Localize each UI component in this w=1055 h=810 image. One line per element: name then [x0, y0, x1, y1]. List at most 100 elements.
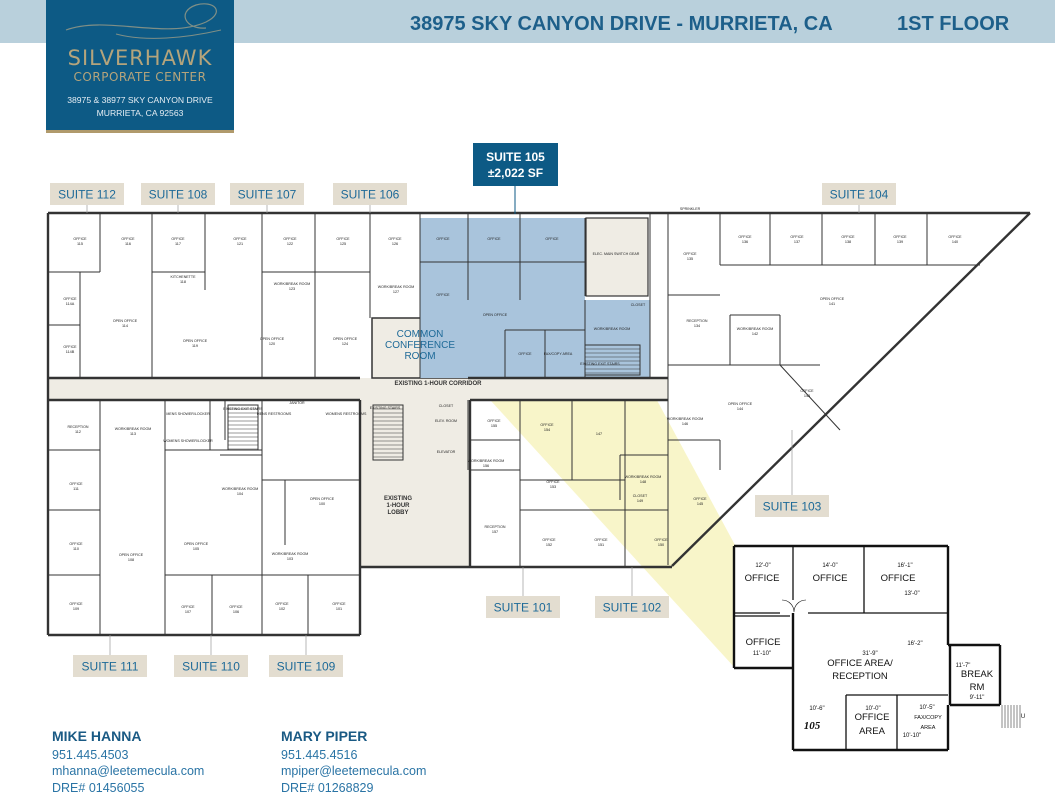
- suite-tag-label: SUITE 106: [341, 188, 400, 202]
- room-name: OFFICE: [336, 237, 350, 241]
- suite-tag-label: SUITE 102: [603, 601, 662, 615]
- suite-tag-label: SUITE 111: [82, 660, 139, 674]
- contact-phone[interactable]: 951.445.4503: [52, 747, 129, 762]
- inset-dimension: 10'-6": [809, 706, 824, 712]
- room-name: ELEC. MAIN SWITCH GEAR: [593, 252, 640, 256]
- room-number: 125: [340, 242, 346, 246]
- suite-tag-112[interactable]: SUITE 112: [50, 183, 124, 213]
- room-number: 142: [752, 332, 758, 336]
- room-name: OFFICE: [171, 237, 185, 241]
- contact-mike-hanna: MIKE HANNA 951.445.4503 mhanna@leetemecu…: [52, 728, 204, 796]
- room-name: OFFICE: [594, 538, 608, 542]
- room-name: EXISTING STAIRS: [370, 406, 401, 410]
- room-name: OFFICE: [487, 419, 501, 423]
- room-number: 102: [279, 607, 285, 611]
- inset-dimension: 9'-11": [970, 695, 985, 701]
- room-label: OFFICE: [487, 237, 501, 241]
- room-number: 134: [694, 324, 700, 328]
- room-label: WOMENS RESTROOMS: [326, 412, 367, 416]
- room-name: FAX/COPY AREA: [544, 352, 573, 356]
- inset-room-label: OFFICE: [881, 573, 916, 584]
- suite-tag-103[interactable]: SUITE 103: [755, 430, 829, 517]
- inset-dimension: 10'-10": [903, 733, 922, 739]
- suite-tag-107[interactable]: SUITE 107: [230, 183, 304, 213]
- suite-tag-111[interactable]: SUITE 111: [73, 635, 147, 677]
- logo-name: SILVERHAWK: [67, 46, 213, 70]
- room-name: WOMENS RESTROOMS: [326, 412, 367, 416]
- floor-label: 1ST FLOOR: [897, 13, 1010, 35]
- room-number: 109: [73, 607, 79, 611]
- exterior-wall: [671, 212, 1031, 567]
- suite-105-tag[interactable]: [473, 143, 558, 186]
- room-name: WORK/BREAK ROOM: [274, 282, 311, 286]
- room-name: OFFICE: [683, 252, 697, 256]
- suite-tag-label: SUITE 107: [238, 188, 297, 202]
- inset-room-label: OFFICE: [745, 573, 780, 584]
- room-label: EXISTING EXIT STAIRS: [580, 362, 620, 366]
- room-label: WOMENS SHOWER/LOCKER: [163, 439, 213, 443]
- room-name: RECEPTION: [687, 319, 708, 323]
- room-number: 116: [125, 242, 131, 246]
- contact-email[interactable]: mpiper@leetemecula.com: [281, 764, 427, 778]
- room-number: 114B: [66, 350, 75, 354]
- room-number: 136: [742, 240, 748, 244]
- room-name: ELEVATOR: [437, 450, 456, 454]
- room-name: CLOSET: [439, 404, 454, 408]
- inset-room-label: OFFICE: [746, 637, 781, 648]
- suite-tag-110[interactable]: SUITE 110: [174, 635, 248, 677]
- inset-suite-number: 105: [804, 720, 821, 732]
- inset-room-label: AREA: [859, 726, 886, 737]
- suite-tag-109[interactable]: SUITE 109: [269, 635, 343, 677]
- inset-room-label: AREA: [921, 725, 936, 731]
- room-name: OFFICE: [181, 605, 195, 609]
- room-number: 117: [175, 242, 181, 246]
- room-number: 100: [319, 502, 325, 506]
- room-number: 122: [287, 242, 293, 246]
- logo-address-1: 38975 & 38977 SKY CANYON DRIVE: [67, 95, 213, 105]
- room-name: WORK/BREAK ROOM: [115, 427, 152, 431]
- suite-tag-bg: [595, 596, 669, 618]
- room-name: WORK/BREAK ROOM: [272, 552, 309, 556]
- suite-tag-106[interactable]: SUITE 106: [333, 183, 407, 213]
- suite-tag-102[interactable]: SUITE 102: [595, 567, 669, 618]
- room-name: WORK/BREAK ROOM: [737, 327, 774, 331]
- room-name: OFFICE: [73, 237, 87, 241]
- room-number: 151: [598, 543, 604, 547]
- room-name: OPEN OFFICE: [183, 339, 208, 343]
- contact-dre: DRE# 01268829: [281, 780, 374, 795]
- inset-room-label: FAX/COPY: [914, 715, 942, 721]
- room-number: 108: [128, 558, 134, 562]
- room-label: CLOSET: [439, 404, 454, 408]
- room-number: 157: [492, 530, 498, 534]
- suite-tag-bg: [822, 183, 896, 205]
- suite-tag-104[interactable]: SUITE 104: [822, 183, 896, 213]
- room-name: OFFICE: [63, 297, 77, 301]
- room-name: CLOSET: [633, 494, 648, 498]
- room-number: 149: [637, 499, 643, 503]
- room-name: OFFICE: [229, 605, 243, 609]
- suite-tag-bg: [333, 183, 407, 205]
- room-number: 104: [237, 492, 243, 496]
- contact-email[interactable]: mhanna@leetemecula.com: [52, 764, 205, 778]
- suite-tag-101[interactable]: SUITE 101: [486, 567, 560, 618]
- contact-phone[interactable]: 951.445.4516: [281, 747, 358, 762]
- suite-tag-bg: [755, 495, 829, 517]
- room-label: MENS SHOWER/LOCKER: [166, 412, 210, 416]
- room-label: WORK/BREAK ROOM: [594, 327, 631, 331]
- suite-tag-108[interactable]: SUITE 108: [141, 183, 215, 213]
- page-title: 38975 SKY CANYON DRIVE - MURRIETA, CA: [410, 13, 833, 35]
- room-number: 115: [77, 242, 83, 246]
- inset-room-label: OFFICE: [855, 712, 890, 723]
- inset-room-label: BREAK: [961, 669, 994, 680]
